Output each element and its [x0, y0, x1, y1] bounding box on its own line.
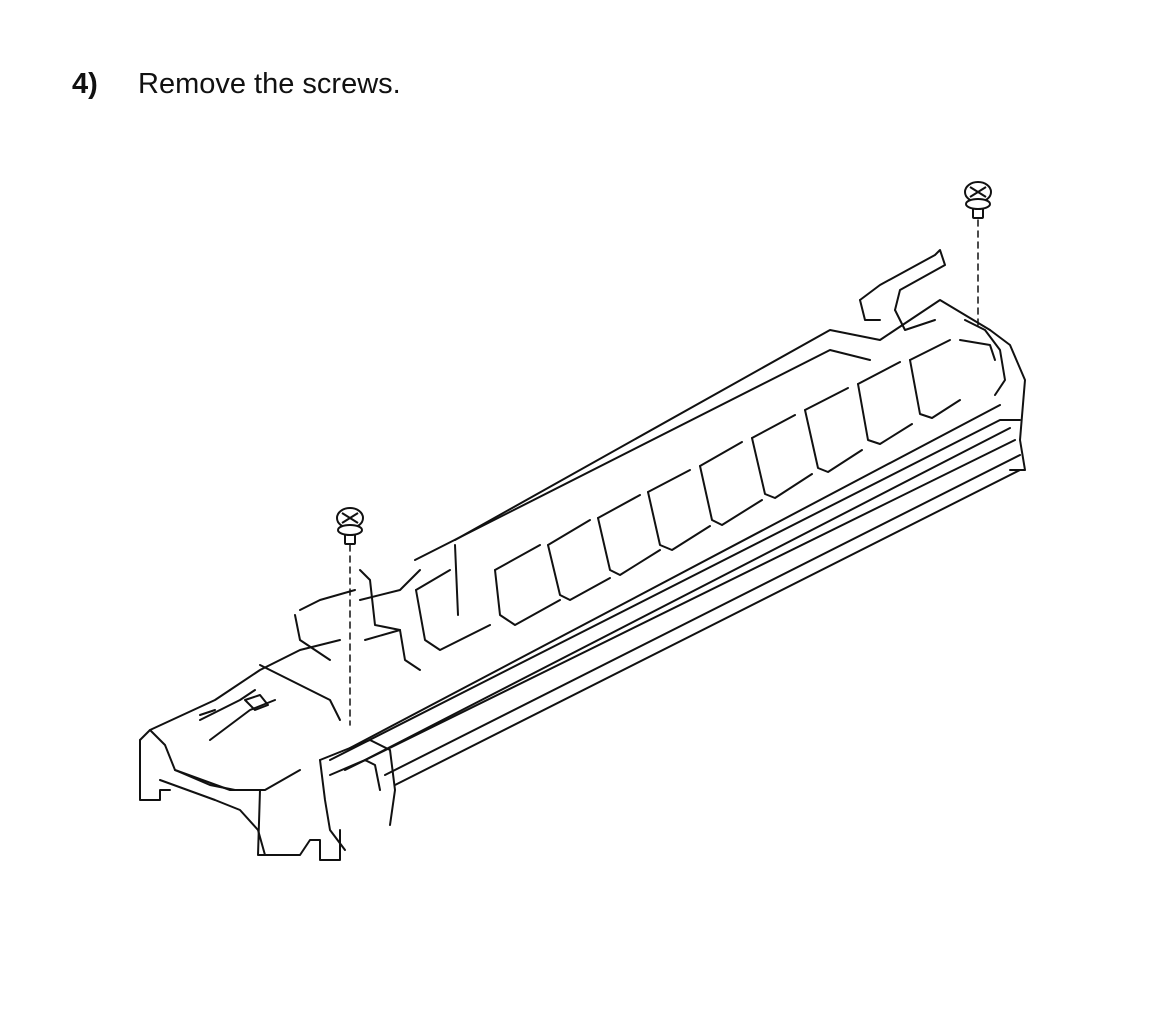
- screw-guide-lines: [349, 219, 979, 726]
- fin-row: [415, 339, 961, 651]
- step-heading: 4) Remove the screws.: [72, 70, 401, 99]
- step-instruction: Remove the screws.: [138, 68, 401, 100]
- screw-icon[interactable]: [964, 181, 992, 219]
- drum-unit-body: [329, 249, 1026, 786]
- left-end-block: [139, 569, 421, 861]
- step-number: 4): [72, 68, 98, 100]
- screw-icon[interactable]: [336, 507, 364, 545]
